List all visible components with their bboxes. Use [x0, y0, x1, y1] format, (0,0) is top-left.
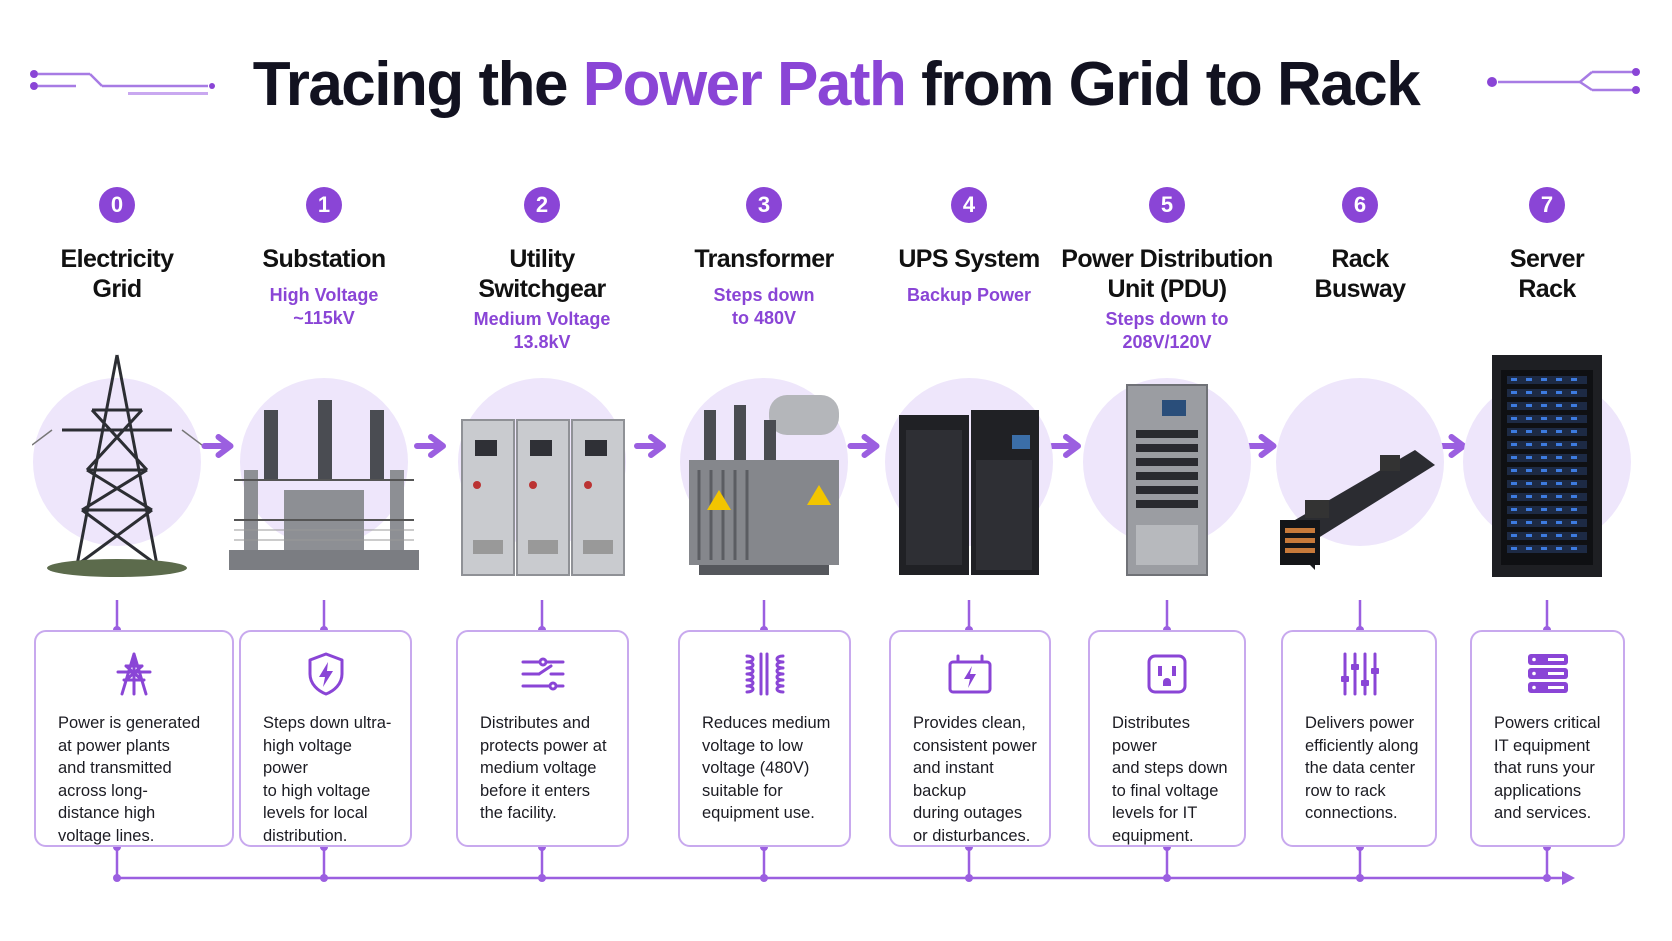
transformer-coil-icon [741, 650, 789, 698]
outlet-illustration [1122, 380, 1212, 585]
step-number-badge: 6 [1342, 187, 1378, 223]
flow-arrow-icon [1049, 434, 1081, 458]
shield-bolt-icon [302, 650, 350, 698]
server-stack-illustration [1487, 350, 1607, 585]
battery-bolt-illustration [894, 400, 1044, 585]
equipment-backdrop [33, 378, 201, 546]
step-number-badge: 5 [1149, 187, 1185, 223]
bus-node [320, 874, 328, 882]
step-number-badge: 0 [99, 187, 135, 223]
title-highlight: Power Path [582, 50, 907, 119]
step-title: Substation [262, 245, 386, 273]
bus-node [1543, 874, 1551, 882]
step-subtitle: High Voltage~115kV [269, 285, 379, 328]
bus-node [760, 874, 768, 882]
switch-branch-icon [519, 650, 567, 698]
step-number-badge: 2 [524, 187, 560, 223]
battery-bolt-icon [946, 650, 994, 698]
transmission-tower-illustration [31, 350, 203, 585]
bus-node [1356, 874, 1364, 882]
step-title: Transformer [694, 245, 834, 273]
title-text-post: from Grid to Rack [905, 50, 1421, 119]
flow-arrow-icon [634, 434, 666, 458]
transformer-coil-illustration [679, 390, 849, 585]
shield-bolt-illustration [224, 380, 424, 585]
switch-branch-illustration [457, 410, 627, 585]
bus-node [1163, 874, 1171, 882]
busway-bars-icon [1335, 650, 1383, 698]
flow-arrow-icon [847, 434, 880, 458]
bus-node [538, 874, 546, 882]
server-stack-icon [1524, 650, 1572, 698]
step-number-badge: 4 [951, 187, 987, 223]
circuit-line-right-icon [1487, 68, 1640, 94]
outlet-icon [1143, 650, 1191, 698]
step-number-badge: 7 [1529, 187, 1565, 223]
page-title: Tracing the Power Path from Grid to Rack [0, 40, 1672, 130]
step-title: UPS System [898, 245, 1040, 273]
step-number-badge: 3 [746, 187, 782, 223]
flow-arrow-icon [1244, 434, 1277, 458]
flow-arrow-icon [201, 434, 234, 458]
circuit-line-left-icon [30, 70, 215, 95]
busway-bars-illustration [1275, 420, 1445, 585]
step-number-badge: 1 [306, 187, 342, 223]
step-subtitle: Backup Power [906, 285, 1032, 305]
flow-arrow-icon [414, 434, 446, 458]
title-text-pre: Tracing the [252, 50, 583, 119]
bus-node [965, 874, 973, 882]
transmission-tower-icon [110, 650, 158, 698]
bus-node [113, 874, 121, 882]
header: Tracing the Power Path from Grid to Rack [0, 40, 1672, 130]
